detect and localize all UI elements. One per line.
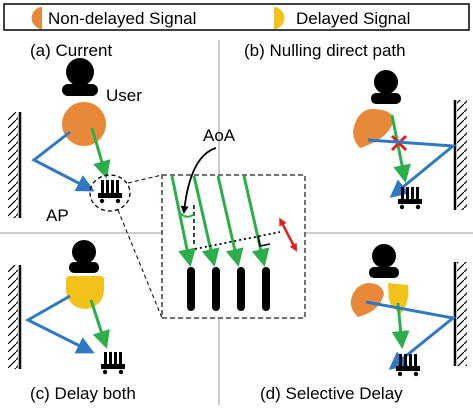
direct-path-arrow [390, 114, 411, 183]
router-icon [396, 354, 420, 377]
person-icon [369, 244, 399, 278]
reflection-path-arrow [365, 300, 457, 370]
person-icon [62, 58, 98, 96]
panel-b [353, 70, 467, 210]
non-delayed-swatch-icon [31, 7, 42, 29]
legend-delayed-label: Delayed Signal [296, 9, 410, 28]
ap-zoom-circle [89, 174, 131, 212]
delayed-swatch-icon [274, 7, 285, 29]
user-label: User [106, 86, 142, 105]
panel-d [350, 244, 467, 377]
non-delayed-signal-blob [62, 102, 106, 146]
ap-label: AP [46, 206, 69, 225]
caption-c: (c) Delay both [30, 384, 136, 403]
caption-a: (a) Current [30, 41, 112, 60]
legend-non-delayed-label: Non-delayed Signal [48, 9, 196, 28]
antenna-array-icon [187, 267, 270, 311]
delayed-signal-blob [66, 276, 104, 309]
non-delayed-signal-blob [353, 109, 394, 148]
zoom-connector-top [127, 174, 163, 184]
incoming-signal-arrows [170, 175, 270, 267]
zoom-connector-bottom [117, 209, 163, 319]
wall-icon [453, 262, 467, 366]
router-icon [398, 187, 422, 210]
direct-path-arrow [89, 299, 110, 349]
caption-b: (b) Nulling direct path [244, 41, 406, 60]
aoa-angle-arc [179, 212, 195, 218]
person-icon [69, 240, 99, 273]
reflection-path-arrow [31, 130, 95, 192]
legend: Non-delayed Signal Delayed Signal [3, 3, 470, 31]
panel-a: User AP [8, 58, 142, 225]
wall-icon [453, 100, 467, 210]
delta-arrow [279, 217, 298, 252]
aoa-pointer-arrow [180, 147, 217, 214]
reflection-path-arrow [24, 294, 95, 354]
caption-d: (d) Selective Delay [260, 384, 403, 403]
aoa-inset: AoA [161, 126, 306, 319]
router-icon [101, 352, 125, 375]
reflection-path-arrow [367, 138, 457, 198]
direct-path-arrow [391, 302, 410, 349]
wall-icon [8, 265, 22, 369]
non-delayed-signal-blob [350, 283, 384, 317]
aoa-label: AoA [203, 126, 236, 145]
wall-icon [8, 112, 22, 218]
right-angle-mark [257, 235, 271, 247]
person-icon [371, 70, 401, 104]
router-icon [98, 180, 122, 204]
direct-path-arrow [90, 127, 111, 179]
panel-c [8, 240, 125, 375]
